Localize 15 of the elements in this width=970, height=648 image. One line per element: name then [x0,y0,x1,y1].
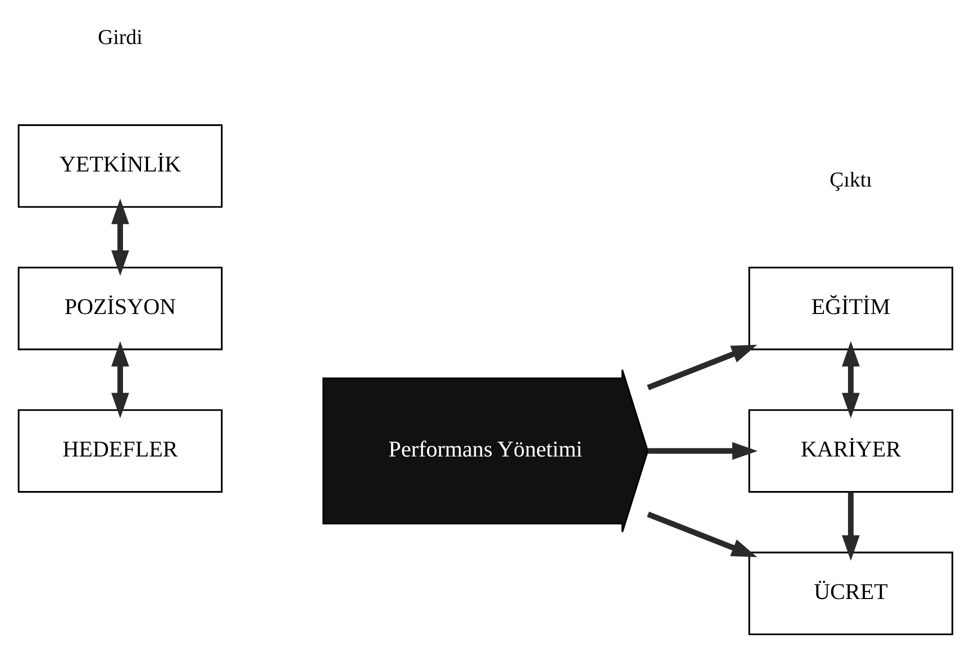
node-box: YETKİNLİK [17,124,222,208]
node-box: KARİYER [748,409,953,493]
node-box: POZİSYON [17,266,222,350]
arrow [841,492,860,561]
label: Girdi [97,25,142,50]
arrow [110,341,129,418]
arrow [646,512,757,558]
node-box: HEDEFLER [17,409,222,493]
node-box: EĞİTİM [748,266,953,350]
arrow [648,442,758,460]
arrow [841,341,860,418]
label: Çıktı [829,167,872,192]
arrow [110,198,129,276]
node-box: ÜCRET [748,552,953,636]
arrow [646,344,757,390]
